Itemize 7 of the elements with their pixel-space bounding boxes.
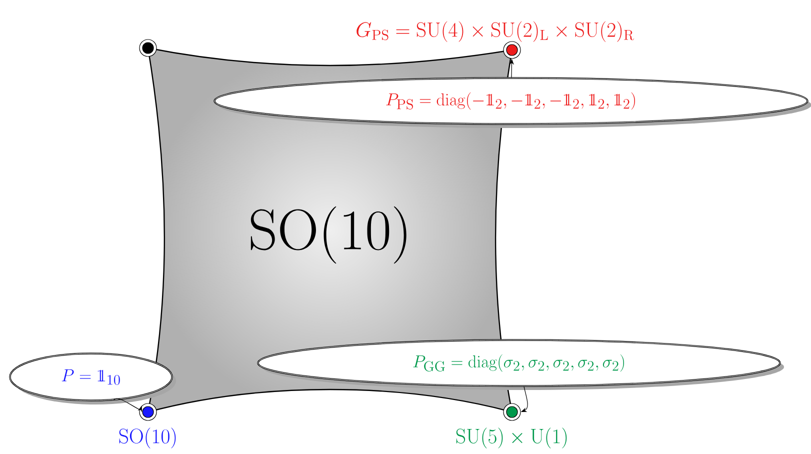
- corner-point: [503, 41, 521, 59]
- corner-point: [503, 403, 521, 421]
- group-label: $G_{\mathrm{PS}} = \mathrm{SU}(4)\times\mathrm{SU}(2)_{\mathrm{L}}\times\mathrm{SU}(2)_{\mathrm{R}}$: [356, 21, 634, 42]
- corner-point: [139, 39, 157, 57]
- corner-point: [139, 403, 157, 421]
- group-label: $\mathrm{SO}(10)$: [119, 428, 176, 448]
- group-label: $\mathrm{SU}(5)\times\mathrm{U}(1)$: [456, 428, 567, 448]
